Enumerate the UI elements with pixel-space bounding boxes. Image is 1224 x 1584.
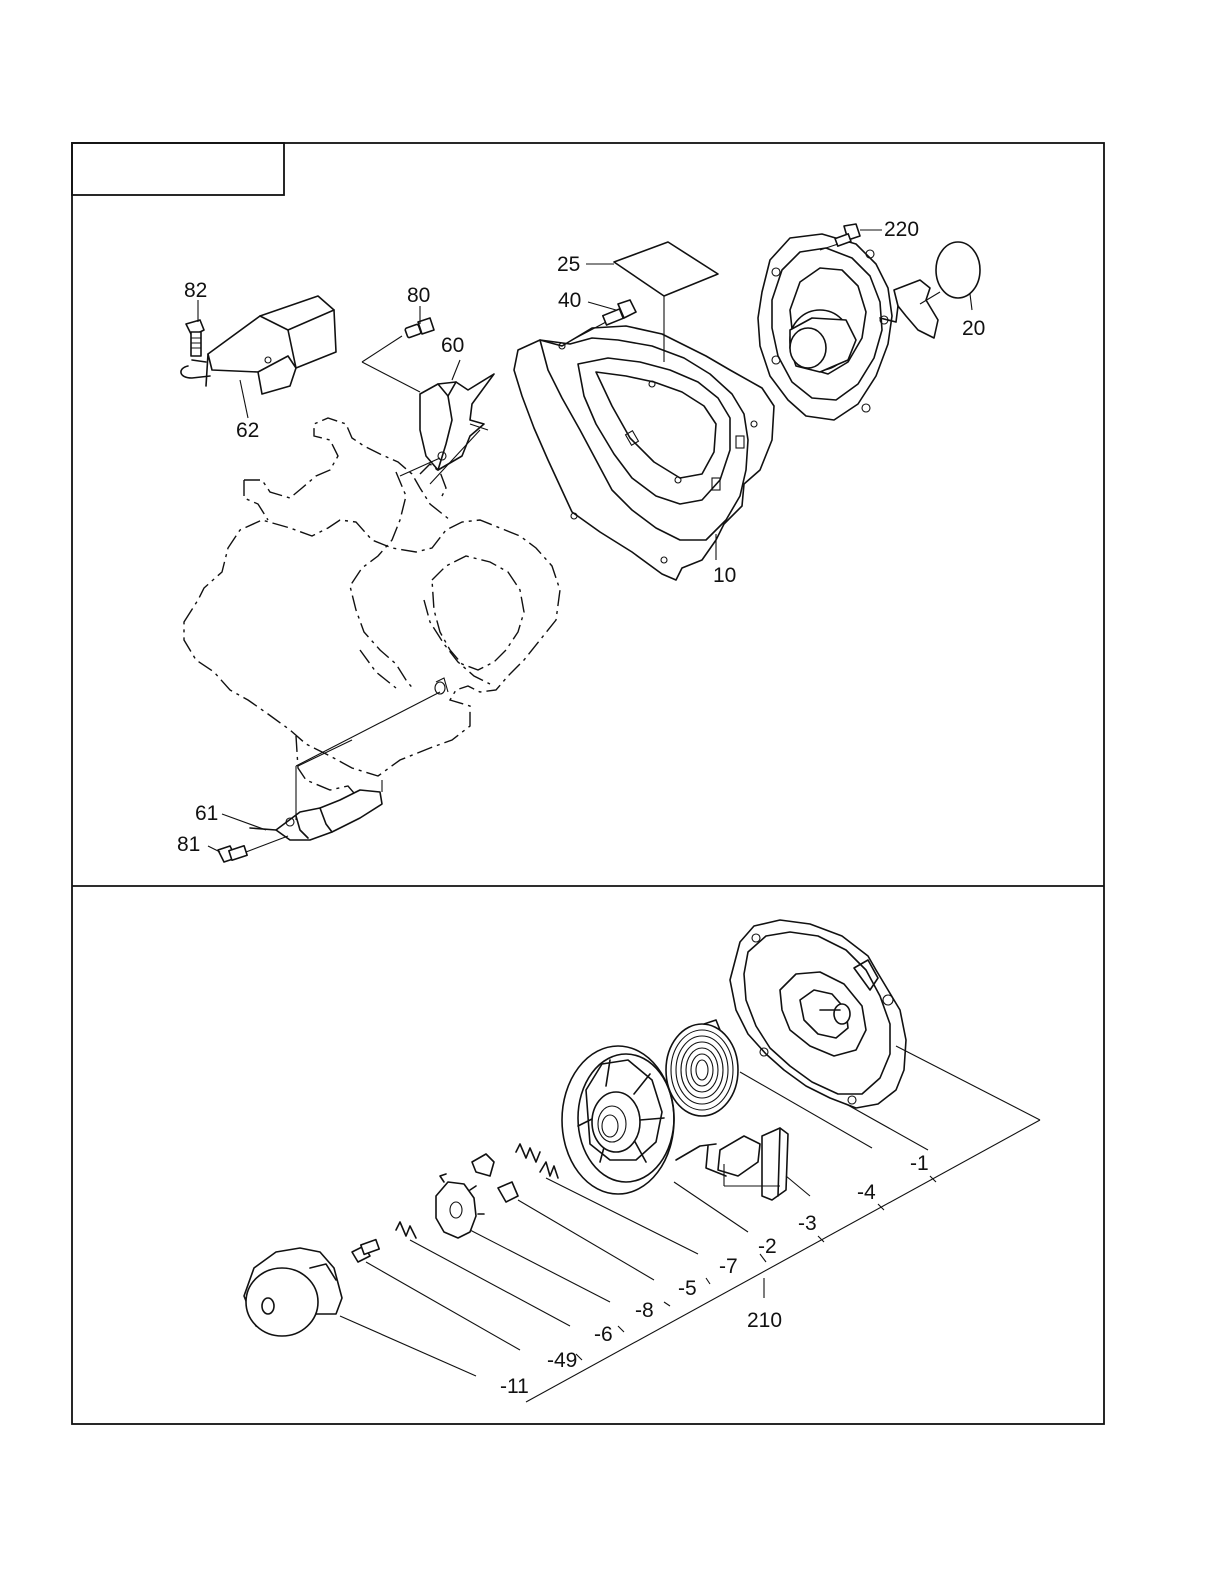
bolt-part-82 — [185, 319, 205, 357]
recoil-starter-part-20 — [757, 233, 939, 421]
callout-sub-6: -6 — [594, 1323, 613, 1346]
fan-shroud-part-10 — [513, 325, 775, 581]
handle-part-3 — [705, 1127, 789, 1201]
starter-case-part-1 — [729, 919, 907, 1109]
upper-callouts: 82 80 60 62 25 40 220 20 10 61 81 — [177, 218, 985, 856]
ratchet-part-8 — [471, 1153, 519, 1203]
pulley-part-11 — [243, 1247, 343, 1337]
lower-leader-lines — [339, 1045, 1041, 1403]
callout-sub-1: -1 — [910, 1152, 929, 1175]
callout-sub-7: -7 — [719, 1255, 738, 1278]
header-box — [71, 142, 285, 196]
callout-sub-4: -4 — [857, 1181, 876, 1204]
bracket-part-62 — [180, 295, 337, 395]
callout-220: 220 — [884, 218, 919, 241]
callout-25: 25 — [557, 253, 580, 276]
upper-panel: 82 80 60 62 25 40 220 20 10 61 81 — [177, 218, 985, 863]
callout-81: 81 — [177, 833, 200, 856]
callout-sub-8: -8 — [635, 1299, 654, 1322]
bolt-part-81 — [217, 844, 248, 863]
bolt-part-220 — [834, 223, 861, 247]
callout-sub-3: -3 — [798, 1212, 817, 1235]
callout-82: 82 — [184, 279, 207, 302]
callout-60: 60 — [441, 334, 464, 357]
lower-panel: -1 -4 -3 -2 -7 -5 -8 -6 -49 -11 210 — [243, 919, 1041, 1403]
callout-sub-11: -11 — [500, 1375, 529, 1398]
spring-part-7 — [515, 1143, 559, 1179]
lower-callouts: -1 -4 -3 -2 -7 -5 -8 -6 -49 -11 210 — [500, 1152, 929, 1398]
callout-assembly-210: 210 — [747, 1309, 782, 1332]
callout-61: 61 — [195, 802, 218, 825]
callout-sub-2: -2 — [758, 1235, 777, 1258]
callout-62: 62 — [236, 419, 259, 442]
engine-phantom-outline — [183, 417, 561, 805]
callout-sub-49: -49 — [547, 1349, 577, 1372]
bracket-part-61 — [249, 789, 383, 841]
spring-part-6 — [395, 1221, 417, 1239]
bracket-part-60 — [419, 373, 495, 471]
screw-part-49 — [351, 1238, 381, 1263]
label-disc-part-20 — [935, 241, 981, 299]
callout-10: 10 — [713, 564, 736, 587]
diagram-frame — [71, 142, 1105, 1425]
bolt-part-40 — [601, 299, 637, 326]
bolt-part-80 — [404, 317, 435, 339]
callout-40: 40 — [558, 289, 581, 312]
callout-sub-5: -5 — [678, 1277, 697, 1300]
upper-leader-lines — [197, 229, 973, 853]
label-plate-part-25 — [613, 241, 719, 297]
reel-part-2 — [561, 1045, 717, 1195]
spiral-spring-part-4 — [665, 1019, 739, 1117]
guide-part-5 — [435, 1173, 485, 1239]
callout-20: 20 — [962, 317, 985, 340]
callout-80: 80 — [407, 284, 430, 307]
